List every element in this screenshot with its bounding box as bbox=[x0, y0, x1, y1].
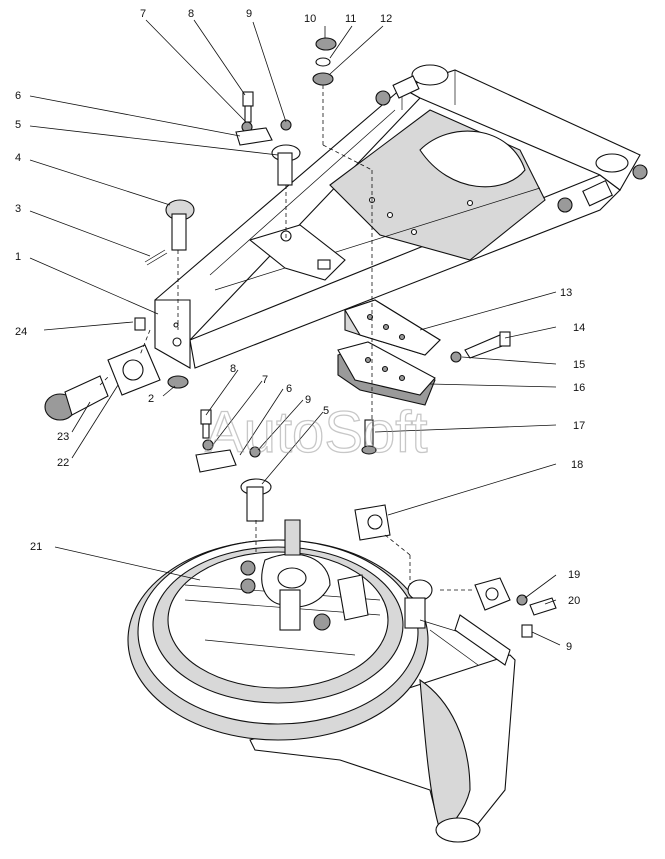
callout-5: 5 bbox=[15, 119, 21, 131]
callout-23: 23 bbox=[57, 431, 69, 443]
assembly-lines bbox=[99, 85, 475, 591]
callout-8: 8 bbox=[188, 8, 194, 20]
callout-17: 17 bbox=[573, 420, 585, 432]
callout-7-lower: 7 bbox=[262, 374, 268, 386]
callout-9-lower: 9 bbox=[305, 394, 311, 406]
watermark-text: AutoSoft bbox=[205, 400, 427, 465]
small-parts bbox=[44, 37, 557, 638]
callout-9-right: 9 bbox=[566, 641, 572, 653]
callout-14: 14 bbox=[573, 322, 585, 334]
callout-5-lower: 5 bbox=[323, 405, 329, 417]
fifth-wheel-base bbox=[127, 519, 516, 843]
callout-7: 7 bbox=[140, 8, 146, 20]
a-frame bbox=[154, 64, 648, 369]
callout-6-lower: 6 bbox=[286, 383, 292, 395]
callout-21: 21 bbox=[30, 541, 42, 553]
callout-labels: 7 8 9 10 11 12 6 5 4 3 1 24 2 23 22 13 1… bbox=[15, 8, 585, 653]
wear-plates bbox=[337, 299, 441, 406]
callout-22: 22 bbox=[57, 457, 69, 469]
callout-2: 2 bbox=[148, 393, 154, 405]
callout-9: 9 bbox=[246, 8, 252, 20]
callout-8-lower: 8 bbox=[230, 363, 236, 375]
callout-20: 20 bbox=[568, 595, 580, 607]
callout-12: 12 bbox=[380, 13, 392, 25]
callout-18: 18 bbox=[571, 459, 583, 471]
callout-3: 3 bbox=[15, 203, 21, 215]
callout-10: 10 bbox=[304, 13, 316, 25]
callout-1: 1 bbox=[15, 251, 21, 263]
callout-4: 4 bbox=[15, 152, 21, 164]
callout-13: 13 bbox=[560, 287, 572, 299]
callout-19: 19 bbox=[568, 569, 580, 581]
callout-11: 11 bbox=[345, 13, 356, 25]
callout-24: 24 bbox=[15, 326, 27, 338]
callout-16: 16 bbox=[573, 382, 585, 394]
callout-6: 6 bbox=[15, 90, 21, 102]
leader-lines bbox=[29, 19, 561, 646]
callout-15: 15 bbox=[573, 359, 585, 371]
